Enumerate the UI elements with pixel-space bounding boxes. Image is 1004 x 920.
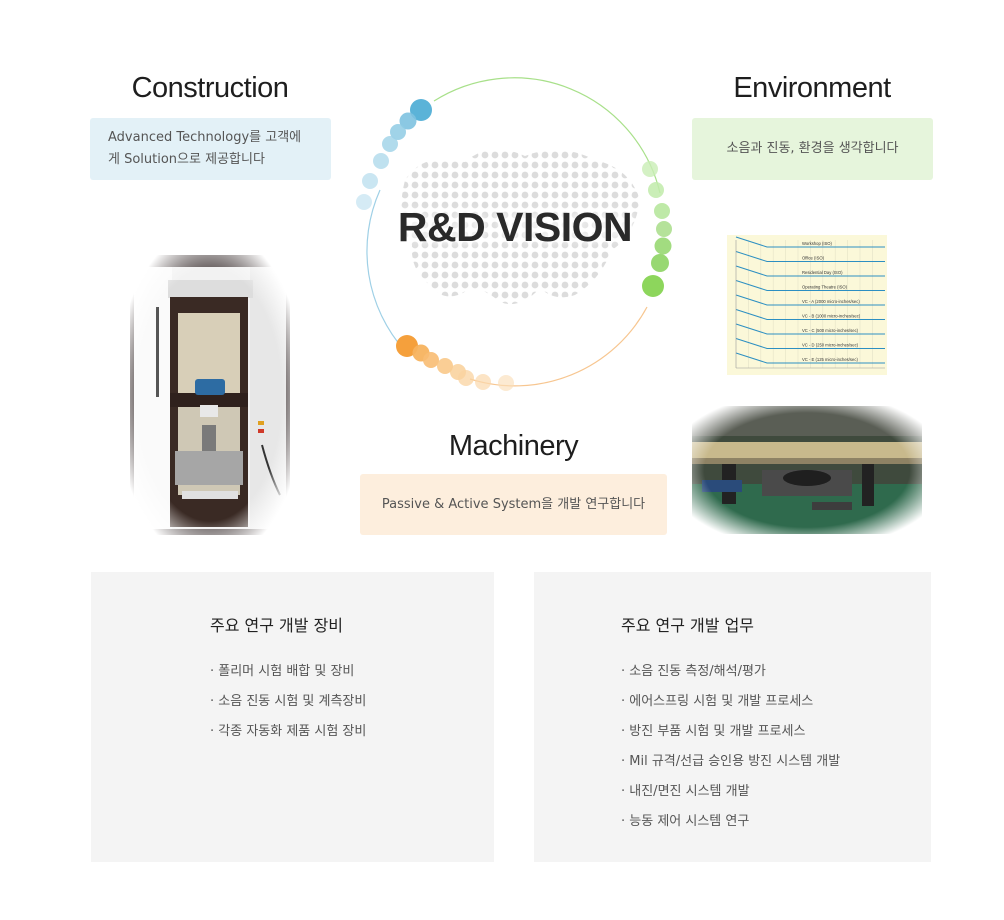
list-item: 소음 진동 측정/해석/평가 xyxy=(621,657,840,687)
tasks-list: 소음 진동 측정/해석/평가 에어스프링 시험 및 개발 프로세스 방진 부품 … xyxy=(621,657,840,837)
chart-series-line: Residential Day (ISO) xyxy=(735,265,885,277)
equipment-panel-title: 주요 연구 개발 장비 xyxy=(210,616,344,635)
environment-title: Environment xyxy=(733,72,891,104)
list-item: Mil 규격/선급 승인용 방진 시스템 개발 xyxy=(621,747,840,777)
list-item: 폴리머 시험 배합 및 장비 xyxy=(210,657,366,687)
list-item: 에어스프링 시험 및 개발 프로세스 xyxy=(621,687,840,717)
list-item: 능동 제어 시스템 연구 xyxy=(621,807,840,837)
construction-tagline-box: Advanced Technology를 고객에게 Solution으로 제공합… xyxy=(90,118,331,180)
machinery-tagline-box: Passive & Active System을 개발 연구합니다 xyxy=(360,474,667,535)
machinery-tagline: Passive & Active System을 개발 연구합니다 xyxy=(381,496,646,512)
chart-series-line: VC - E (125 micro-inches/sec) xyxy=(735,352,885,364)
chart-series-line: Workshop (ISO) xyxy=(735,236,885,248)
testing-machine-photo xyxy=(130,255,290,535)
green-dot-trail xyxy=(642,161,672,297)
construction-title: Construction xyxy=(131,72,289,104)
chart-series-line: VC - D (250 micro-inches/sec) xyxy=(735,338,885,349)
chart-series-label: VC - B (1000 micro-inches/sec) xyxy=(802,314,861,319)
chart-series-label: Workshop (ISO) xyxy=(802,241,833,246)
chart-series-line: VC - C (500 micro-inches/sec) xyxy=(735,323,885,335)
orange-dot-trail xyxy=(396,335,514,391)
ring-orange-arc xyxy=(469,306,648,387)
construction-tagline: Advanced Technology를 고객에게 Solution으로 제공합… xyxy=(108,130,302,167)
chart-series-label: Office (ISO) xyxy=(802,256,825,261)
vision-title: R&D VISION xyxy=(397,204,633,250)
chart-series-label: VC - C (500 micro-inches/sec) xyxy=(802,328,859,333)
environment-tagline-box: 소음과 진동, 환경을 생각합니다 xyxy=(692,118,933,180)
vibration-criteria-chart: Workshop (ISO) Office (ISO) Residential Da… xyxy=(727,235,887,375)
chart-series-label: VC - D (250 micro-inches/sec) xyxy=(802,343,859,348)
ring-blue-arc xyxy=(366,189,406,352)
chart-series-line: VC - B (1000 micro-inches/sec) xyxy=(735,309,885,320)
list-item: 소음 진동 시험 및 계측장비 xyxy=(210,687,366,717)
machinery-title: Machinery xyxy=(448,430,579,462)
chart-series-label: VC - A (2000 micro-inches/sec) xyxy=(802,299,860,304)
ring-green-arc xyxy=(433,77,661,194)
vision-circle xyxy=(356,77,672,391)
tasks-panel-title: 주요 연구 개발 업무 xyxy=(621,616,755,635)
chart-series-label: Operating Theatre (ISO) xyxy=(802,285,848,290)
list-item: 각종 자동화 제품 시험 장비 xyxy=(210,717,366,747)
blue-dot-trail xyxy=(356,99,432,210)
list-item: 방진 부품 시험 및 개발 프로세스 xyxy=(621,717,840,747)
equipment-list: 폴리머 시험 배합 및 장비 소음 진동 시험 및 계측장비 각종 자동화 제품… xyxy=(210,657,366,747)
test-bench-photo xyxy=(692,406,922,534)
environment-tagline: 소음과 진동, 환경을 생각합니다 xyxy=(726,141,899,156)
tasks-panel: 주요 연구 개발 업무 소음 진동 측정/해석/평가 에어스프링 시험 및 개발… xyxy=(534,572,931,862)
chart-series-line: Operating Theatre (ISO) xyxy=(735,280,885,291)
list-item: 내진/면진 시스템 개발 xyxy=(621,777,840,807)
chart-series-label: Residential Day (ISO) xyxy=(802,270,843,275)
chart-series-label: VC - E (125 micro-inches/sec) xyxy=(802,357,858,362)
chart-series-line: Office (ISO) xyxy=(735,251,885,262)
chart-series-line: VC - A (2000 micro-inches/sec) xyxy=(735,294,885,306)
equipment-panel: 주요 연구 개발 장비 폴리머 시험 배합 및 장비 소음 진동 시험 및 계측… xyxy=(91,572,494,862)
